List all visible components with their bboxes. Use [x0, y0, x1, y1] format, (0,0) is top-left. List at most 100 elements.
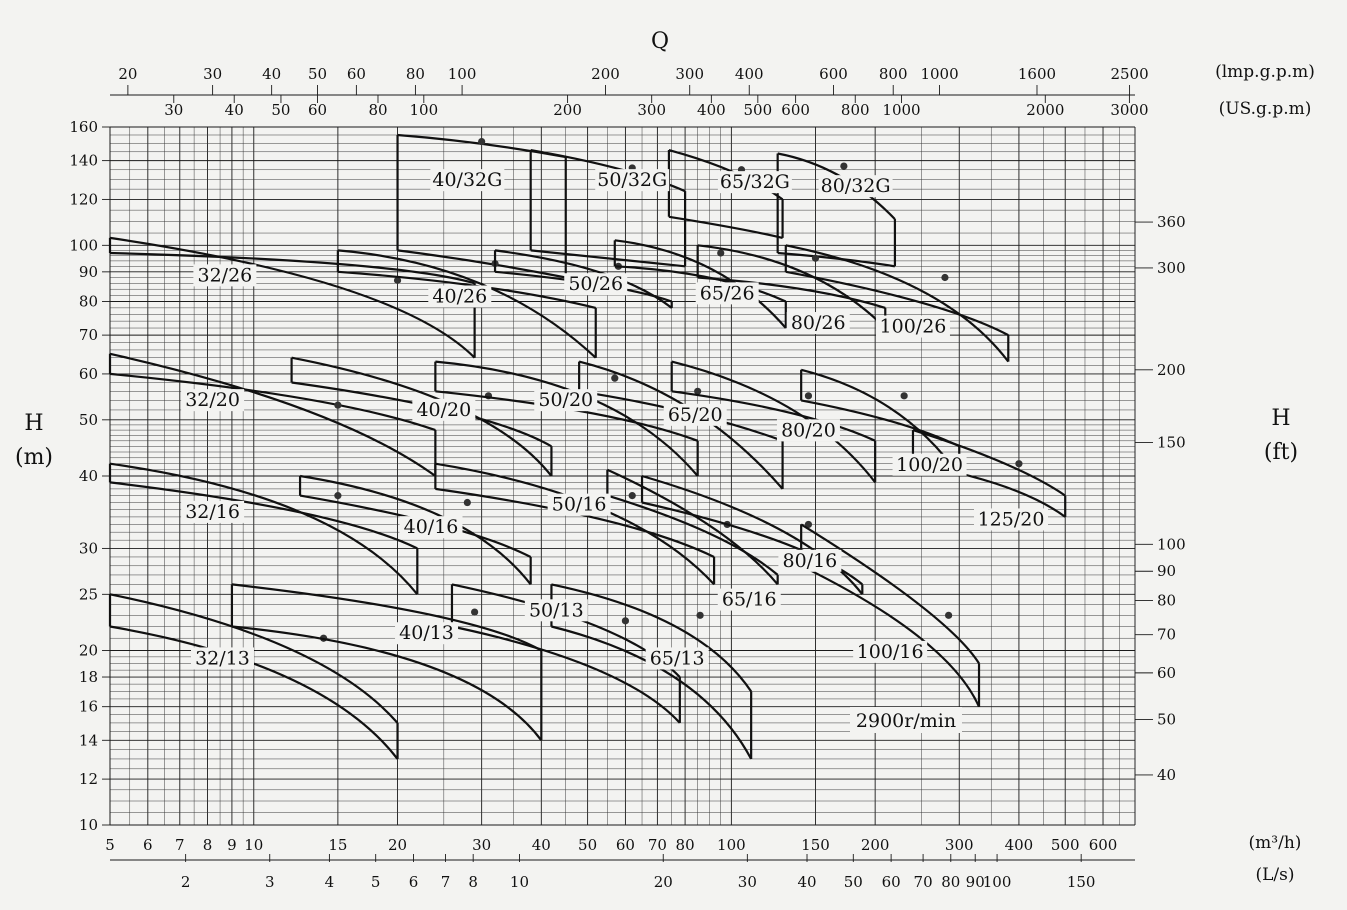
y-tick-label: 40 — [79, 467, 98, 485]
max-impeller-curve — [551, 583, 753, 693]
ls-tick-label: 20 — [654, 873, 673, 891]
pump-label-text: 40/20 — [416, 399, 471, 421]
x-tick-label: 500 — [1051, 836, 1080, 854]
us-tick-label: 100 — [409, 101, 438, 119]
ls-tick-label: 3 — [265, 873, 275, 891]
imp-tick-label: 1600 — [1018, 65, 1056, 83]
y-tick-label: 90 — [79, 263, 98, 281]
pump-label-background — [695, 282, 759, 305]
min-impeller-curve — [231, 625, 543, 741]
axes: 1012141618202530405060708090100120140160… — [69, 65, 1185, 891]
bottom-m3h-unit: (m³/h) — [1249, 833, 1302, 853]
pump-label-text: 65/13 — [650, 647, 705, 669]
pump-label-text: 50/13 — [529, 599, 584, 621]
max-impeller-curve — [697, 244, 887, 329]
x-tick-label: 60 — [616, 836, 635, 854]
best-efficiency-point — [941, 273, 949, 282]
max-impeller-curve — [912, 429, 1066, 497]
x-tick-label: 6 — [143, 836, 153, 854]
max-impeller-curve — [337, 249, 597, 359]
x-tick-label: 150 — [801, 836, 830, 854]
max-impeller-curve — [231, 583, 542, 652]
best-efficiency-point — [811, 254, 820, 262]
y-tick-label: 25 — [79, 585, 98, 603]
y-right-tick-label: 80 — [1157, 591, 1176, 609]
max-impeller-curve — [435, 462, 715, 586]
min-impeller-curve — [671, 390, 876, 442]
best-efficiency-point — [393, 276, 402, 284]
pump-label-background — [973, 508, 1048, 531]
pump-label-32-16: 32/16 — [181, 500, 245, 523]
pump-region-100-26 — [784, 244, 1010, 363]
pump-label-background — [776, 419, 840, 442]
max-impeller-curve — [606, 468, 779, 586]
ls-tick-label: 2 — [181, 873, 191, 891]
pump-label-text: 32/16 — [185, 501, 240, 523]
pump-label-text: 80/16 — [782, 550, 837, 572]
pump-label-40-13: 40/13 — [395, 622, 459, 645]
us-tick-label: 500 — [744, 101, 773, 119]
ls-tick-label: 10 — [510, 873, 529, 891]
imp-tick-label: 60 — [347, 65, 366, 83]
ls-tick-label: 80 — [941, 873, 960, 891]
pump-label-50-26: 50/26 — [564, 273, 628, 296]
pump-label-background — [892, 453, 967, 476]
pump-label-background — [595, 169, 670, 192]
ls-tick-label: 6 — [409, 873, 419, 891]
y-right-tick-label: 70 — [1157, 626, 1176, 644]
best-efficiency-point — [621, 617, 630, 625]
ls-tick-label: 40 — [797, 873, 816, 891]
x-tick-label: 5 — [105, 836, 115, 854]
max-impeller-curve — [800, 523, 980, 664]
pump-region-80-26 — [696, 244, 887, 329]
pump-label-background — [181, 500, 245, 523]
pump-label-text: 50/16 — [552, 494, 607, 516]
min-impeller-curve — [777, 251, 896, 268]
y-tick-label: 80 — [79, 293, 98, 311]
max-impeller-curve — [109, 352, 437, 477]
pump-label-text: 50/20 — [538, 389, 593, 411]
us-tick-label: 800 — [841, 101, 870, 119]
pump-label-100-26: 100/26 — [875, 315, 950, 338]
pump-label-65-26: 65/26 — [695, 282, 759, 305]
pump-label-background — [717, 171, 792, 194]
pump-label-125-20: 125/20 — [973, 508, 1048, 531]
min-impeller-curve — [800, 564, 981, 708]
speed-label: 2900r/min — [856, 710, 956, 732]
pump-label-text: 125/20 — [978, 508, 1045, 530]
ls-tick-label: 50 — [844, 873, 863, 891]
pump-label-text: 32/26 — [198, 264, 253, 286]
pump-label-background — [430, 169, 505, 192]
pump-label-background — [853, 640, 928, 663]
imp-tick-label: 80 — [406, 65, 425, 83]
x-tick-label: 600 — [1089, 836, 1118, 854]
best-efficiency-point — [628, 492, 636, 500]
pump-label-background — [412, 398, 476, 421]
pump-label-background — [190, 647, 254, 670]
pump-region-32-16 — [108, 462, 419, 595]
ls-tick-label: 70 — [914, 873, 933, 891]
min-impeller-curve — [668, 215, 783, 239]
y-tick-label: 16 — [79, 698, 98, 716]
best-efficiency-point — [471, 608, 479, 616]
imp-tick-label: 30 — [203, 65, 222, 83]
pump-label-32-20: 32/20 — [181, 389, 245, 412]
y-axis-title: H — [24, 411, 43, 436]
min-impeller-curve — [435, 390, 699, 442]
pump-label-text: 100/20 — [896, 454, 963, 476]
ls-tick-label: 8 — [468, 873, 478, 891]
min-impeller-curve — [785, 270, 1009, 337]
imp-tick-label: 40 — [262, 65, 281, 83]
pump-label-background — [645, 647, 709, 670]
y-axis-unit: (m) — [15, 445, 53, 470]
us-tick-label: 300 — [637, 101, 666, 119]
pump-label-100-16: 100/16 — [853, 640, 928, 663]
pump-label-background — [564, 273, 628, 296]
pump-label-text: 50/26 — [568, 273, 623, 295]
best-efficiency-point — [717, 249, 725, 257]
y-tick-label: 120 — [69, 190, 98, 208]
pump-label-40-16: 40/16 — [399, 516, 463, 539]
x-tick-label: 300 — [945, 836, 974, 854]
y-right-axis-title: H — [1271, 406, 1290, 431]
best-efficiency-point — [334, 401, 342, 409]
